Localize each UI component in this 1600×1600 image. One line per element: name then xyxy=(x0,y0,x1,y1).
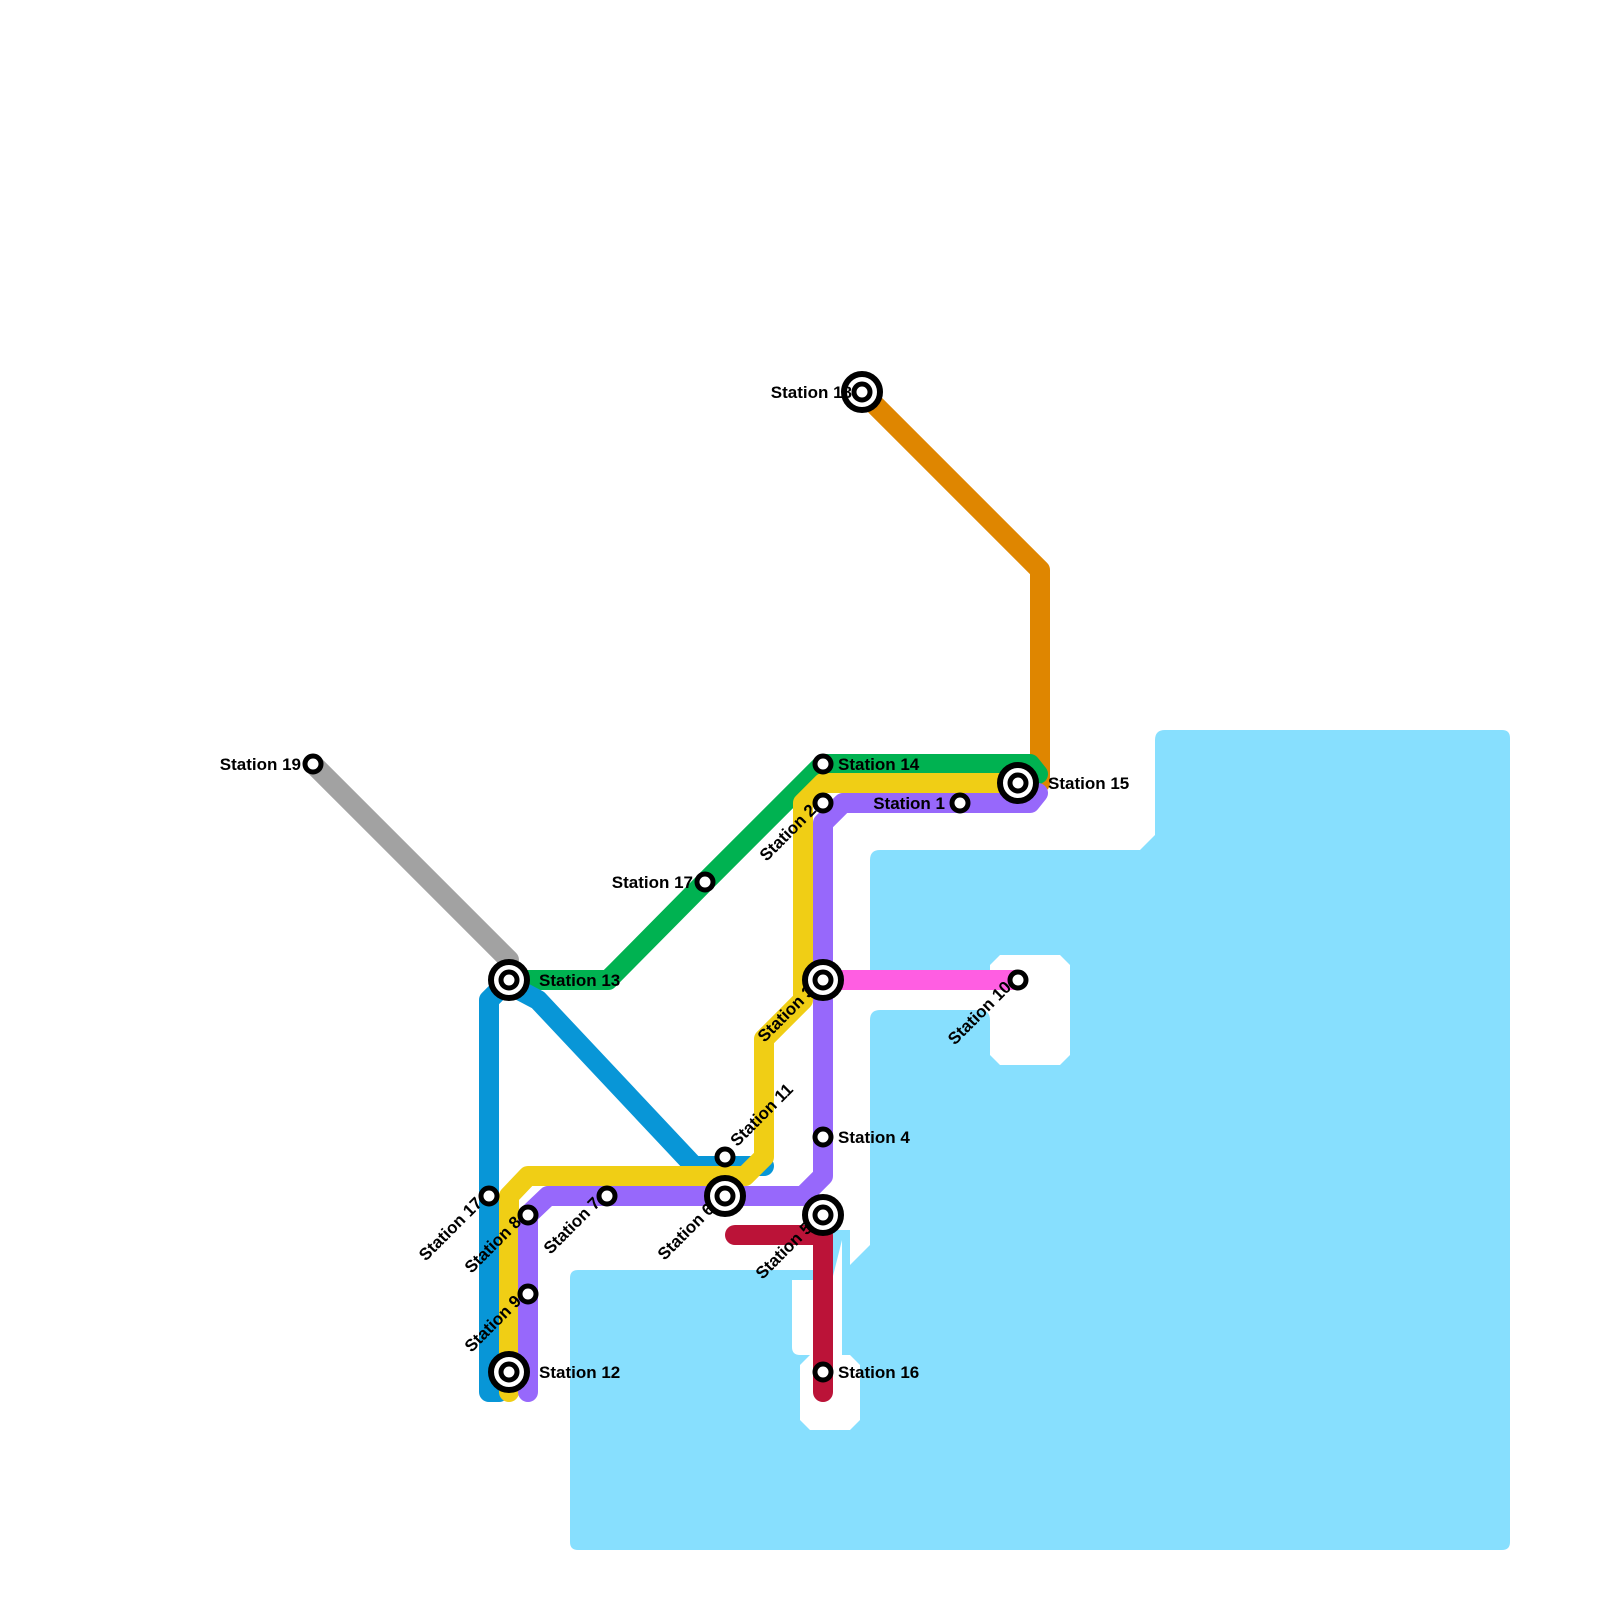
station-label: Station 16 xyxy=(838,1363,919,1382)
line-blue-branch[interactable] xyxy=(509,980,774,1176)
station-label: Station 6 xyxy=(654,1200,718,1264)
station-label: Station 15 xyxy=(1048,774,1129,793)
station-marker-icon[interactable] xyxy=(596,1185,618,1207)
station-s12[interactable]: Station 12 xyxy=(488,1351,620,1393)
station-marker-icon[interactable] xyxy=(949,792,971,814)
station-marker-icon[interactable] xyxy=(812,1361,834,1383)
station-s18[interactable]: Station 18 xyxy=(771,371,883,413)
station-label: Station 4 xyxy=(838,1128,910,1147)
station-label: Station 12 xyxy=(539,1363,620,1382)
interchange-inner-ring-icon xyxy=(714,1185,736,1207)
interchange-inner-ring-icon xyxy=(851,381,873,403)
interchange-inner-ring-icon xyxy=(498,1361,520,1383)
station-marker-icon[interactable] xyxy=(812,792,834,814)
line-orange[interactable] xyxy=(852,382,1050,793)
station-s13[interactable]: Station 13 xyxy=(488,959,620,1001)
station-label: Station 1 xyxy=(873,794,945,813)
station-marker-icon[interactable] xyxy=(478,1185,500,1207)
interchange-inner-ring-icon xyxy=(812,969,834,991)
interchange-inner-ring-icon xyxy=(1007,772,1029,794)
water-layer xyxy=(570,730,1510,1550)
station-label: Station 19 xyxy=(220,755,301,774)
station-marker-icon[interactable] xyxy=(714,1146,736,1168)
water-body xyxy=(570,730,1510,1550)
station-marker-icon[interactable] xyxy=(302,753,324,775)
station-marker-icon[interactable] xyxy=(517,1204,539,1226)
station-s16[interactable]: Station 16 xyxy=(812,1361,919,1383)
station-s1[interactable]: Station 1 xyxy=(873,792,971,814)
station-marker-icon[interactable] xyxy=(694,871,716,893)
station-marker-icon[interactable] xyxy=(517,1283,539,1305)
station-label: Station 3 xyxy=(754,982,818,1046)
station-marker-icon[interactable] xyxy=(812,753,834,775)
station-s17a[interactable]: Station 17 xyxy=(612,871,716,893)
station-marker-icon[interactable] xyxy=(1007,969,1029,991)
line-yellow[interactable] xyxy=(499,773,1028,1402)
interchange-inner-ring-icon xyxy=(812,1204,834,1226)
station-s15[interactable]: Station 15 xyxy=(997,762,1129,804)
station-s19[interactable]: Station 19 xyxy=(220,753,324,775)
line-grey[interactable] xyxy=(303,754,519,970)
station-s14[interactable]: Station 14 xyxy=(812,753,920,775)
station-label: Station 17 xyxy=(612,873,693,892)
station-label: Station 13 xyxy=(539,971,620,990)
station-label: Station 18 xyxy=(771,383,852,402)
station-s4[interactable]: Station 4 xyxy=(812,1126,910,1148)
station-label: Station 14 xyxy=(838,755,920,774)
station-marker-icon[interactable] xyxy=(812,1126,834,1148)
interchange-inner-ring-icon xyxy=(498,969,520,991)
